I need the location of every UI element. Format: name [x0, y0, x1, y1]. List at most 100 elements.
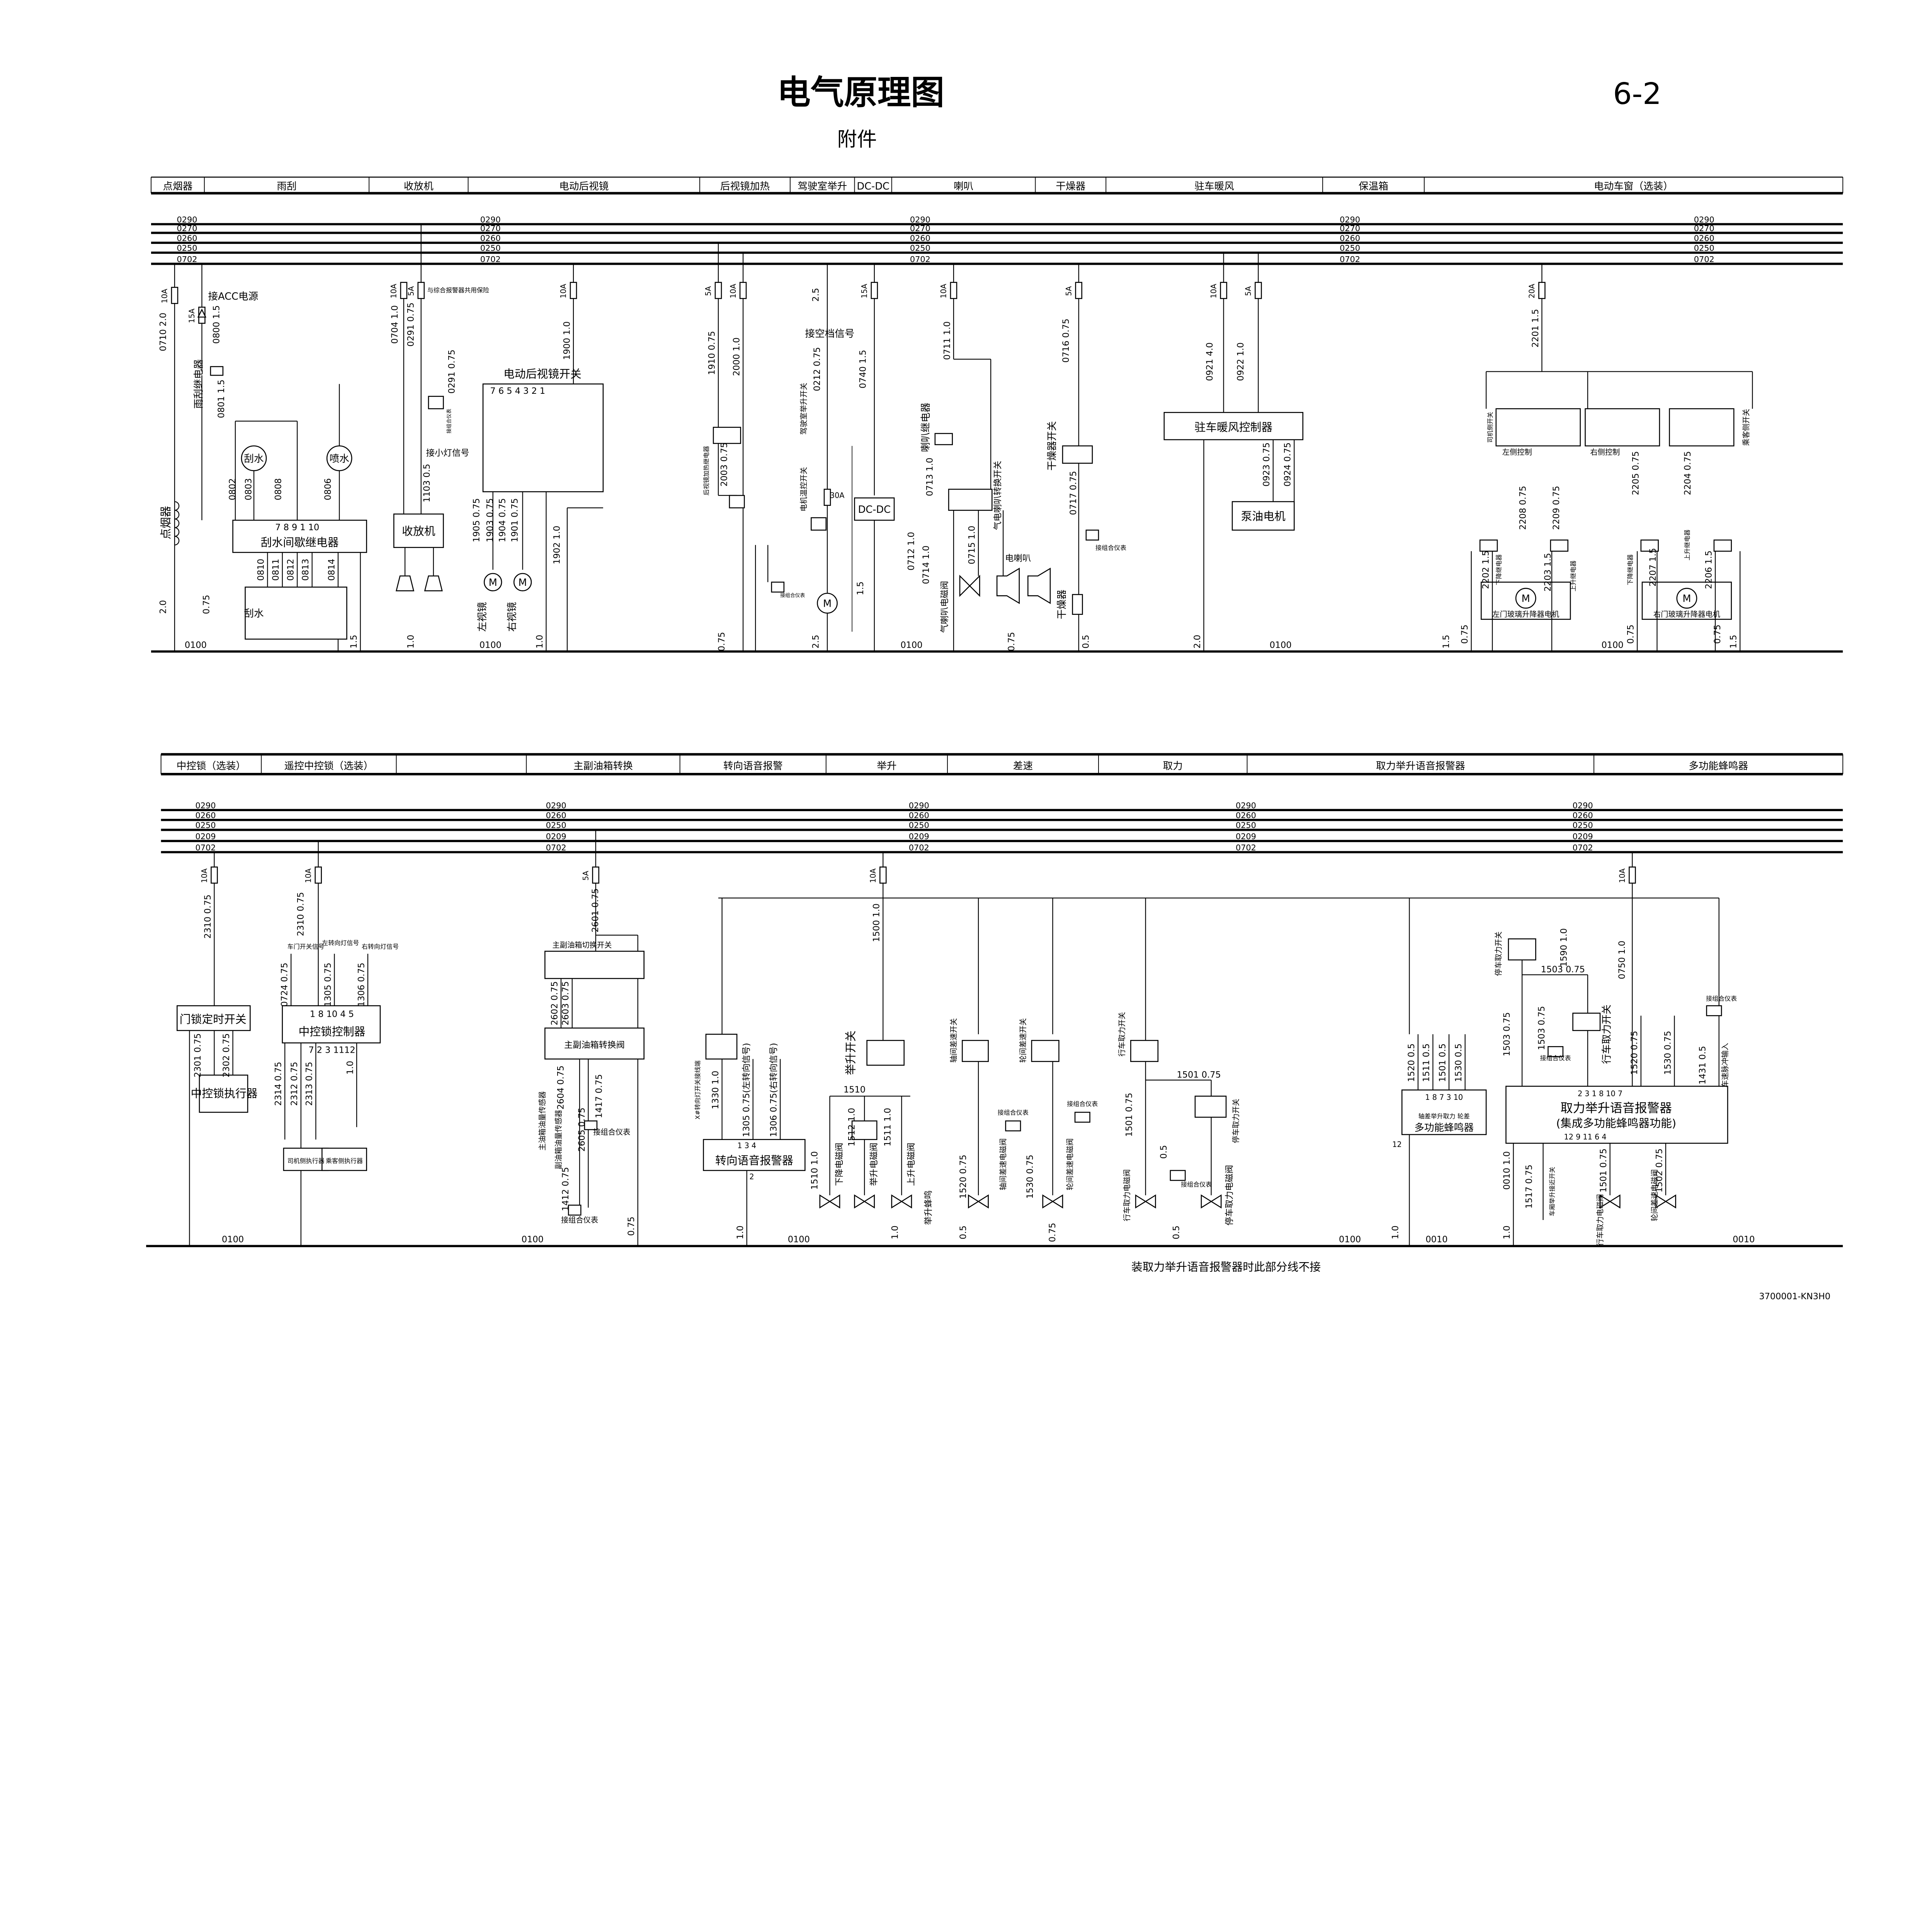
wire-label: 0812 — [286, 559, 296, 581]
component-label: 电动后视镜开关 — [503, 368, 582, 381]
central-lock-controller — [282, 1005, 381, 1043]
note: 接小灯信号 — [426, 448, 469, 458]
wheel-diff-switch — [1031, 1040, 1060, 1062]
fuse-rating: 10A — [869, 868, 878, 883]
electric-horn-icon — [1027, 567, 1051, 604]
component-label: 下降电磁阀 — [834, 1143, 844, 1186]
wire-label: 2.5 — [811, 635, 821, 648]
fuse-icon — [1220, 282, 1227, 299]
wire-label: 2604 0.75 — [556, 1065, 566, 1109]
solenoid-valve-icon — [1135, 1194, 1156, 1209]
solenoid-valve-icon — [1655, 1194, 1676, 1209]
wire-label: 0.75 — [1048, 1223, 1058, 1242]
ground-label: 0100 — [1602, 640, 1624, 650]
component-label: 轮间差速电磁阀 — [1650, 1169, 1659, 1222]
washer-motor-icon — [326, 445, 352, 471]
bus-label: 0702 — [196, 843, 216, 852]
wire-label: 2203 1.5 — [1543, 553, 1553, 592]
wire-label: 1.0 — [406, 635, 416, 648]
bus-label: 0250 — [177, 243, 197, 253]
bus-label: 0702 — [546, 843, 566, 852]
mirror-motor-icon — [483, 573, 502, 592]
connector-icon — [1170, 1170, 1186, 1181]
fuse-rating: 10A — [729, 284, 738, 298]
section-header: 中控锁（选装） — [177, 760, 246, 772]
note: 右转向灯信号 — [362, 943, 399, 950]
note: 与综合报警器共用保险 — [427, 286, 489, 294]
wire-label: 1590 1.0 — [1559, 928, 1569, 967]
bus-label: 0250 — [1573, 821, 1593, 830]
wire-label: 0813 — [301, 559, 311, 581]
wire-label: 0724 0.75 — [280, 963, 290, 1007]
wire-label: 2605 0.75 — [577, 1108, 587, 1152]
dryer-switch-icon — [1062, 445, 1093, 464]
bus-label: 0290 — [177, 215, 197, 224]
fuse-icon — [1255, 282, 1262, 299]
bus-label: 0290 — [480, 215, 501, 224]
cigarette-lighter-coil-icon — [174, 527, 180, 537]
component-label: 干燥器 — [1056, 590, 1068, 619]
wire-label: 1305 0.75(左转向信号) — [742, 1043, 752, 1137]
relay-icon — [1640, 539, 1659, 552]
wire-label: 1501 0.5 — [1437, 1043, 1447, 1082]
pto-lift-voice-alarm — [1505, 1086, 1728, 1144]
note: 接ACC电源 — [208, 291, 258, 303]
wire-label: 2000 1.0 — [731, 337, 742, 376]
note: 接组合仪表 — [1181, 1181, 1212, 1188]
fuse-icon — [714, 282, 722, 299]
wire-label: 1520 0.5 — [1406, 1043, 1417, 1082]
speaker-icon — [396, 575, 415, 592]
component-label: 停车取力开关 — [1231, 1099, 1240, 1143]
component-label: 转向语音报警器 — [715, 1154, 793, 1167]
wire-label: 0740 1.5 — [858, 350, 868, 388]
wire-label: 0.75 — [717, 632, 727, 651]
bus-label: 0702 — [177, 255, 197, 264]
component-label: 左门玻璃升降器电机 — [1492, 610, 1559, 619]
section-header: 遥控中控锁（选装） — [284, 760, 374, 772]
connector-icon — [1074, 1111, 1090, 1123]
wire-label: 1903 0.75 — [485, 498, 495, 542]
note: 接组合仪表 — [1067, 1100, 1098, 1108]
bus-label: 0702 — [1236, 843, 1256, 852]
section-header: 取力举升语音报警器 — [1376, 760, 1465, 772]
wire-label: 0291 0.75 — [406, 303, 416, 347]
solenoid-valve-icon — [854, 1194, 875, 1209]
ground-label: 0100 — [185, 640, 207, 650]
wire-label: 1510 — [844, 1085, 866, 1095]
wire-label: 2.0 — [1192, 635, 1202, 648]
passenger-actuator — [321, 1147, 367, 1171]
wire-label: 0715 1.0 — [967, 526, 977, 564]
speaker-icon — [424, 575, 443, 592]
bus-label: 0290 — [910, 215, 930, 224]
wire-label: 2204 0.75 — [1683, 451, 1693, 495]
fuse-rating: 10A — [559, 284, 568, 298]
wire-label: 1520 0.75 — [1629, 1031, 1639, 1075]
connector-icon — [713, 427, 741, 444]
wire-label: 1512 1.0 — [847, 1108, 857, 1147]
wire-label: 1503 0.75 — [1502, 1012, 1512, 1056]
driver-actuator — [283, 1147, 329, 1171]
wire-label: 1306 0.75(右转向信号) — [769, 1043, 779, 1137]
bus-label: 0250 — [1340, 243, 1360, 253]
component-label: 左视镜 — [476, 602, 488, 632]
turn-voice-alarm — [703, 1139, 806, 1171]
section-header: 收放机 — [404, 180, 434, 192]
section-header: 差速 — [1013, 760, 1033, 772]
component-label: 行车取力开关 — [1117, 1012, 1126, 1057]
wire-label: 2207 1.5 — [1648, 548, 1658, 587]
bus-label: 0702 — [1694, 255, 1714, 264]
relay-icon — [210, 366, 224, 376]
multifunction-buzzer — [1401, 1089, 1487, 1135]
connector-icon — [851, 1120, 878, 1140]
driving-pto-switch — [1130, 1040, 1159, 1062]
wire-label: 0810 — [256, 559, 266, 581]
component-label: 右门玻璃升降器电机 — [1653, 610, 1720, 619]
bus-label: 0260 — [480, 233, 501, 243]
relay-icon — [811, 517, 827, 531]
driving-pto-switch-2 — [1572, 1012, 1601, 1031]
fuse-icon — [1538, 282, 1546, 299]
wire-label: 0.75 — [1626, 624, 1636, 644]
wire-label: 0802 — [228, 478, 238, 500]
wire-label: 1500 1.0 — [872, 904, 882, 942]
wire-label: 0716 0.75 — [1061, 318, 1071, 362]
